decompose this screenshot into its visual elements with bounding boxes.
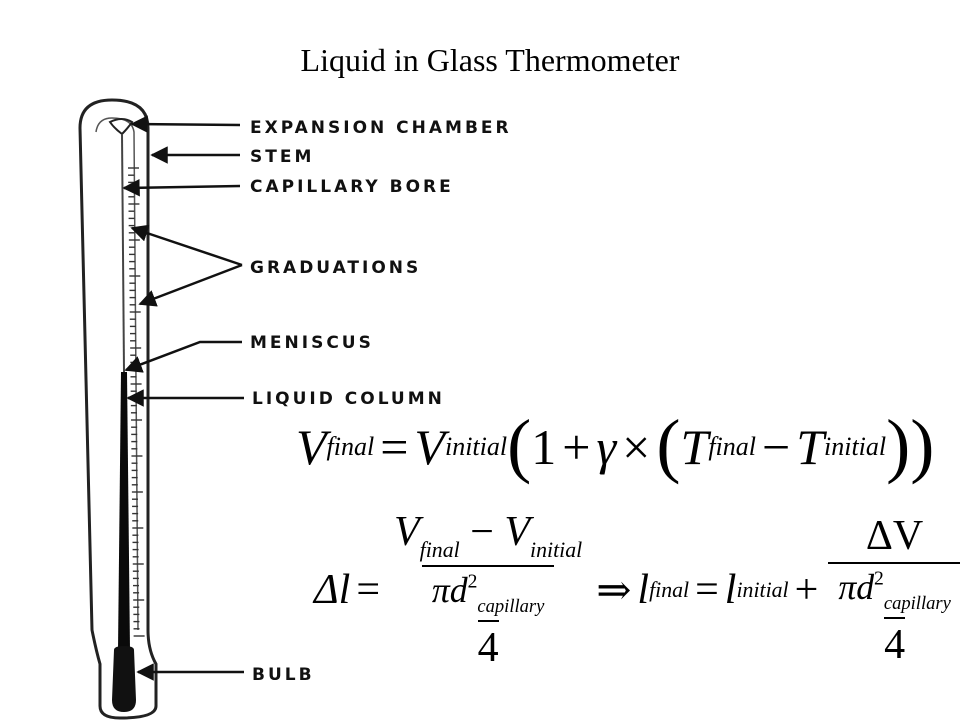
eq1-one: 1: [531, 419, 557, 475]
eq2-num-v-final: V: [394, 509, 420, 555]
label-graduations: GRADUATIONS: [250, 258, 421, 278]
eq2-pi-d-left: πd: [431, 570, 468, 610]
eq1-plus: +: [562, 419, 591, 475]
eq1-sub-initial: initial: [444, 432, 508, 461]
eq1-equals: =: [380, 419, 409, 475]
page-title: Liquid in Glass Thermometer: [300, 42, 680, 78]
eq1-minus: −: [762, 419, 791, 475]
thermometer-inner-wall: [95, 117, 139, 631]
leader-expansion-chamber: [130, 115, 241, 133]
eq2-l-final: l: [637, 567, 650, 614]
eq2-sub-capillary-right: capillary: [883, 592, 951, 614]
label-meniscus: MENISCUS: [250, 333, 374, 353]
eq2-implies: ⇒: [596, 568, 632, 615]
eq2-fraction-left: Vfinal − Vinitial πd2 capillary 4: [390, 508, 586, 672]
eq2-equals-2: =: [695, 567, 719, 614]
label-bulb: BULB: [252, 665, 315, 685]
eq2-l-sub-initial: initial: [736, 577, 789, 602]
eq2-num-v-initial: V: [504, 509, 531, 555]
leader-graduations-upper: [130, 224, 243, 267]
eq2-delta-l: Δl: [314, 567, 351, 614]
thermometer-glass-outline: [78, 98, 158, 720]
eq1-open-paren: (: [507, 404, 532, 485]
eq2-pi-d-right: πd: [838, 566, 875, 607]
liquid-column: [118, 372, 130, 650]
eq2-plus: +: [794, 567, 819, 614]
eq1-t-sub-final: final: [708, 432, 756, 461]
label-expansion-chamber: EXPANSION CHAMBER: [250, 118, 512, 138]
eq2-sup-2-right: 2: [874, 567, 884, 589]
eq2-num-sub-final: final: [419, 538, 460, 562]
eq1-open-paren-inner: (: [656, 404, 681, 485]
label-capillary-bore: CAPILLARY BORE: [250, 177, 454, 197]
capillary-bore-line: [121, 133, 125, 373]
length-change-equation: Δl = Vfinal − Vinitial πd2capillary 4 ⇒ …: [314, 508, 960, 672]
eq2-delta-v: ΔV: [865, 512, 924, 559]
eq2-fraction-right: ΔV πd2 capillary 4: [828, 512, 960, 669]
eq1-v-initial: V: [414, 419, 445, 475]
eq1-t-initial: T: [796, 419, 825, 475]
eq2-num-minus: −: [470, 509, 494, 555]
eq2-num-sub-initial: initial: [530, 538, 583, 562]
eq2-sub-capillary-left: capillary: [477, 596, 545, 618]
eq1-t-sub-initial: initial: [824, 432, 887, 461]
eq1-close-parens: )): [886, 404, 935, 485]
eq2-sup-2-left: 2: [467, 571, 478, 593]
label-stem: STEM: [250, 147, 314, 167]
eq2-l-sub-final: final: [649, 577, 690, 602]
expansion-chamber-shape: [108, 118, 134, 136]
bulb-shape: [112, 646, 136, 712]
eq2-l-initial: l: [724, 567, 737, 614]
leader-capillary-bore: [122, 178, 241, 197]
eq1-t-final: T: [680, 419, 709, 475]
leader-meniscus: [124, 340, 242, 373]
eq1-v-final: V: [296, 419, 327, 475]
eq2-four-right: 4: [884, 616, 906, 669]
eq2-four-left: 4: [477, 620, 499, 672]
eq1-gamma: γ: [596, 419, 617, 475]
eq1-sub-final: final: [326, 432, 375, 461]
leader-graduations-lower: [138, 263, 243, 307]
eq1-times: ×: [622, 419, 651, 475]
label-liquid-column: LIQUID COLUMN: [252, 389, 445, 409]
eq2-equals: =: [356, 567, 381, 614]
